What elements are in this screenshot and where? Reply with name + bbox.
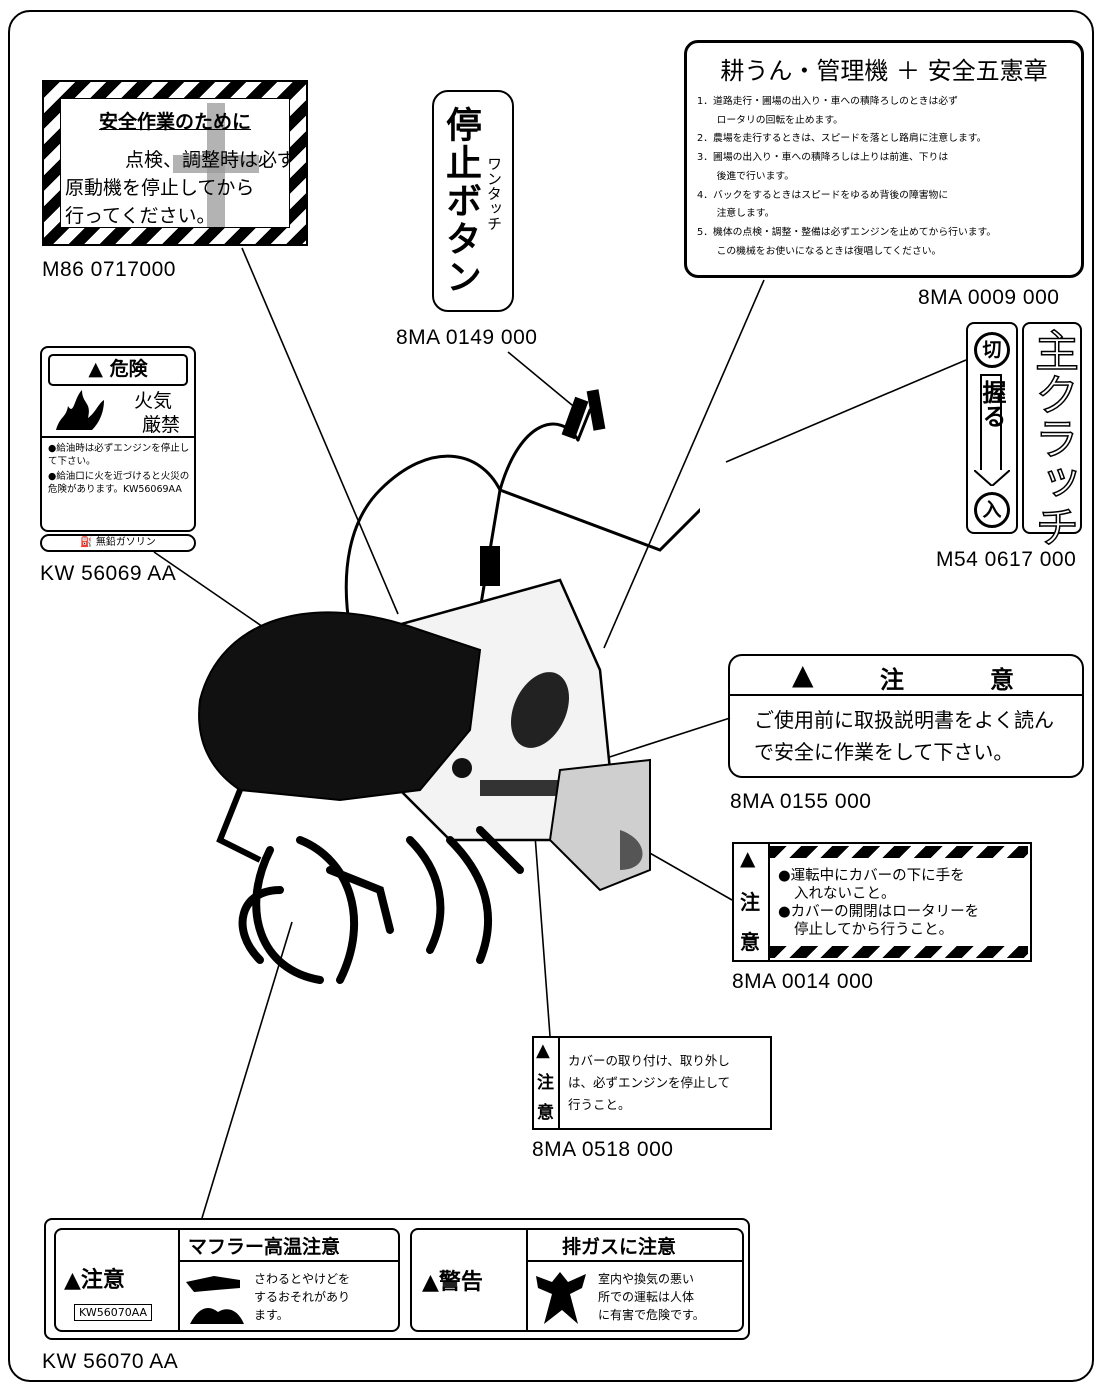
- label-removal-side1: 注: [537, 1073, 554, 1093]
- label-caution-line2: で安全に作業をして下さい。: [754, 740, 1014, 764]
- safety-rules-list: 1．道路走行・圃場の出入り・車への積降ろしのときは必ず ロータリの回転を止めます…: [697, 93, 1073, 261]
- safety-rule-line: 2．農場を走行するときは、スピードを落とし路肩に注意します。: [697, 133, 987, 145]
- label-clutch-off: 切: [974, 332, 1010, 368]
- arrow-head-icon: [974, 470, 1010, 486]
- warning-triangle-icon: ▲: [740, 846, 756, 870]
- safety-rule-line: 3．圃場の出入り・車への積降ろしは上りは前進、下りは: [697, 152, 949, 164]
- safety-rule-line: ロータリの回転を止めます。: [697, 114, 843, 126]
- label-muffler-text: さわるとやけどを するおそれがあり ます。: [254, 1270, 350, 1324]
- label-main-clutch: 切 握る 入 主クラッチ: [966, 322, 1082, 549]
- label-stop-button-sub: ワンタッチ: [485, 156, 503, 231]
- label-cover-line3: ●カバーの開閉はロータリーを: [778, 904, 980, 920]
- label-clutch-title: 主クラッチ: [1026, 327, 1079, 549]
- label-safety-rules: 耕うん・管理機 ＋ 安全五憲章 1．道路走行・圃場の出入り・車への積降ろしのとき…: [684, 40, 1084, 278]
- label-safe-work: 安全作業のために 点検、調整時は必ず 原動機を停止してから 行ってください。: [42, 80, 308, 246]
- label-danger-line1: 火気: [134, 390, 173, 412]
- safety-rule-line: 5．機体の点検・調整・整備は必ずエンジンを止めてから行います。: [697, 226, 997, 238]
- label-caution-line1: ご使用前に取扱説明書をよく読ん: [754, 708, 1054, 732]
- label-cover-side1: 注: [740, 890, 760, 914]
- label-exhaust-warning-text: 警告: [438, 1270, 483, 1295]
- label-danger-fire: ▲ 危険 火気 厳禁 ●給油時は必ずエンジンを停止して下さい。 ●給油口に火を近…: [40, 346, 196, 552]
- label-muffler-code: KW56070AA: [74, 1304, 153, 1321]
- label-exhaust-title: 排ガスに注意: [562, 1236, 677, 1258]
- label-removal-line3: 行うこと。: [568, 1097, 631, 1112]
- label-danger-bullet1: ●給油時は必ずエンジンを停止して下さい。: [48, 443, 190, 467]
- label-fuel-pill: ⛽ 無鉛ガソリン: [40, 534, 196, 552]
- cross-mark-icon: [173, 103, 259, 227]
- label-safe-work-title: 安全作業のために: [98, 111, 251, 133]
- warning-triangle-icon: ▲: [64, 1268, 81, 1293]
- label-removal-line1: カバーの取り付け、取り外し: [568, 1053, 730, 1068]
- label-caution-header-left: 注: [880, 666, 904, 694]
- label-caution-header-right: 意: [990, 666, 1014, 694]
- label-cover-side2: 意: [740, 930, 760, 954]
- part-number-stop-button: 8MA 0149 000: [396, 326, 538, 349]
- label-fuel-text: 無鉛ガソリン: [95, 537, 156, 548]
- label-danger-bullet2: ●給油口に火を近づけると火災の危険があります。KW56069AA: [48, 471, 190, 495]
- label-exhaust-text-line: 室内や換気の悪い: [598, 1272, 695, 1286]
- label-exhaust-text-line: 所での運転は人体: [598, 1290, 695, 1304]
- label-cover-line1: ●運転中にカバーの下に手を: [778, 868, 965, 884]
- warning-triangle-icon: ▲: [88, 358, 103, 380]
- label-muffler-caution-text: 注意: [80, 1268, 125, 1293]
- label-danger-header-text: 危険: [109, 358, 148, 380]
- label-clutch-on: 入: [974, 492, 1010, 528]
- warning-triangle-icon: ▲: [536, 1040, 550, 1061]
- part-number-main-clutch: M54 0617 000: [936, 548, 1077, 571]
- safety-rule-line: 後進で行います。: [697, 170, 794, 182]
- safety-rule-line: 1．道路走行・圃場の出入り・車への積降ろしのときは必ず: [697, 96, 958, 107]
- label-danger-line2: 厳禁: [142, 414, 181, 436]
- label-muffler-caution: ▲注意: [64, 1262, 125, 1294]
- label-exhaust-warning: ▲警告: [422, 1264, 483, 1296]
- label-danger-header: ▲ 危険: [48, 354, 188, 386]
- safety-rule-line: この機械をお使いになるときは復唱してください。: [697, 245, 942, 257]
- label-clutch-grip: 握る: [978, 380, 1006, 428]
- label-exhaust-text: 室内や換気の悪い 所での運転は人体 に有害で危険です。: [598, 1270, 705, 1324]
- fuel-pump-icon: ⛽: [80, 537, 93, 548]
- label-safe-work-line2: 原動機を停止してから: [65, 177, 255, 199]
- warning-triangle-icon: ▲: [422, 1270, 439, 1295]
- label-stop-button-main: 停止ボタン: [440, 106, 481, 296]
- tiller-illustration: [198, 389, 700, 984]
- label-removal-side2: 意: [537, 1103, 554, 1123]
- label-muffler-text-line: ます。: [254, 1308, 289, 1322]
- label-cover-line4: 停止してから行うこと。: [794, 922, 954, 938]
- part-number-m86: M86 0717000: [42, 258, 176, 281]
- exhaust-person-icon: [536, 1272, 586, 1324]
- hand-hot-icon: [186, 1276, 244, 1324]
- label-exhaust-text-line: に有害で危険です。: [598, 1308, 705, 1322]
- part-number-caution-manual: 8MA 0155 000: [730, 790, 872, 813]
- safety-rule-line: 注意します。: [697, 208, 775, 220]
- part-number-cover-caution: 8MA 0014 000: [732, 970, 874, 993]
- warning-triangle-icon: ▲: [792, 658, 814, 691]
- label-cover-caution: ▲ 注 意 ●運転中にカバーの下に手を 入れないこと。 ●カバーの開閉はロータリ…: [732, 842, 1032, 962]
- label-muffler-title: マフラー高温注意: [188, 1236, 341, 1258]
- label-muffler-panel: ▲注意 KW56070AA マフラー高温注意 さわるとやけどを するおそれがあり…: [54, 1228, 400, 1332]
- part-number-danger-fire: KW 56069 AA: [40, 562, 177, 585]
- label-caution-manual: ▲ 注 意 ご使用前に取扱説明書をよく読ん で安全に作業をして下さい。: [728, 654, 1084, 778]
- label-safety-rules-title: 耕うん・管理機 ＋ 安全五憲章: [720, 57, 1048, 85]
- label-cover-line2: 入れないこと。: [794, 886, 896, 902]
- label-muffler-text-line: さわるとやけどを: [254, 1272, 351, 1286]
- label-removal-line2: は、必ずエンジンを停止して: [568, 1075, 731, 1090]
- diagram-frame: [8, 10, 1094, 1382]
- part-number-muffler-exhaust: KW 56070 AA: [42, 1350, 179, 1373]
- part-number-safety-rules: 8MA 0009 000: [918, 286, 1060, 309]
- flame-icon: [56, 390, 104, 430]
- label-muffler-text-line: するおそれがあり: [254, 1290, 351, 1304]
- label-muffler-exhaust: ▲注意 KW56070AA マフラー高温注意 さわるとやけどを するおそれがあり…: [44, 1218, 750, 1340]
- label-stop-button: 停止ボタン ワンタッチ: [432, 90, 514, 312]
- label-exhaust-panel: ▲警告 排ガスに注意 室内や換気の悪い 所での運転は人体 に有害で危険です。: [410, 1228, 744, 1332]
- label-safe-work-line3: 行ってください。: [65, 205, 216, 227]
- safety-rule-line: 4．バックをするときはスピードをゆるめ背後の障害物に: [697, 189, 949, 201]
- label-safe-work-line1: 点検、調整時は必ず: [125, 149, 297, 171]
- part-number-cover-removal: 8MA 0518 000: [532, 1138, 674, 1161]
- label-cover-removal: ▲ 注 意 カバーの取り付け、取り外し は、必ずエンジンを停止して 行うこと。: [532, 1036, 772, 1130]
